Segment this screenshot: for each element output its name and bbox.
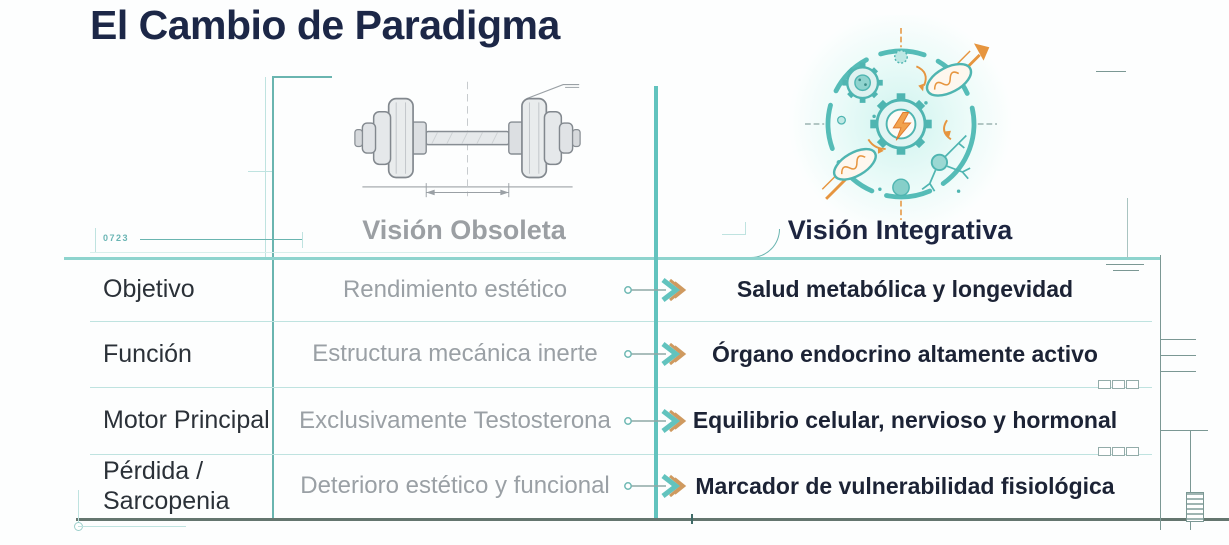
row-new-value: Equilibrio celular, nervioso y hormonal [692,407,1118,433]
row-label: Objetivo [103,275,195,304]
dimension-label: 0723 [103,233,130,243]
right-tick-2 [1160,355,1196,356]
divider-left-top-corner [272,76,332,78]
right-bracket-vline [1127,198,1128,258]
transition-arrow-icon [622,387,690,454]
row-old-value: Deterioro estético y funcional [300,472,610,499]
right-bracket-2 [1113,270,1139,271]
right-tick-4 [1160,430,1208,431]
header-separator [64,257,1160,260]
right-bracket-1 [1106,264,1144,265]
transition-arrow-icon [622,258,690,321]
row-label: Pérdida / Sarcopenia [103,456,230,516]
table-row: Función Estructura mecánica inerte Órgan… [0,321,1229,387]
row-separator-1 [90,321,1152,322]
cell-biology-icon [805,28,997,220]
table-row: Objetivo Rendimiento estético Salud meta… [0,258,1229,321]
arc-tick-v [745,222,746,234]
dash-mark [1112,380,1125,389]
dash-mark [1098,447,1111,456]
row-new-value: Marcador de vulnerabilidad fisiológica [695,472,1115,499]
row-old-value: Estructura mecánica inerte [312,340,598,367]
table-row: Pérdida / Sarcopenia Deterioro estético … [0,454,1229,518]
row-separator-2 [90,387,1152,388]
bottom-rule [76,518,1229,521]
right-vline-2 [1190,430,1191,530]
transition-arrow-icon [622,454,690,518]
divider-left-faint [265,77,266,258]
dash-mark [1126,380,1139,389]
column-header-new-vision: Visión Integrativa [787,214,1013,245]
transition-arrow-icon [622,321,690,387]
tick-left [248,171,272,172]
divider-center-column [654,86,658,520]
dash-mark [1126,447,1139,456]
row-old-value: Exclusivamente Testosterona [299,406,611,434]
table-row: Motor Principal Exclusivamente Testoster… [0,387,1229,454]
row-new-value: Órgano endocrino altamente activo [712,340,1098,367]
arc-tick-h [722,234,746,235]
row-separator-3 [90,454,1152,455]
row-new-value: Salud metabólica y longevidad [736,276,1074,302]
dash-mark [1098,380,1111,389]
bl-hline [78,526,186,527]
page-title: El Cambio de Paradigma [90,2,560,48]
right-hatch-box [1186,492,1204,522]
right-vline [1160,255,1161,530]
column-header-old-vision: Visión Obsoleta [362,214,566,245]
dim-tick-start [95,228,96,252]
dash-mark [1112,447,1125,456]
dim-line [140,239,302,240]
row-old-value: Rendimiento estético [342,275,568,303]
top-right-tick [1096,71,1126,72]
row-label: Función [103,339,192,368]
bottom-rule-tick [691,514,693,524]
dumbbell-icon [354,81,581,198]
row-label: Motor Principal [103,406,270,435]
divider-left-column [272,77,274,520]
dim-tick-end [302,232,303,248]
right-tick-3 [1160,371,1196,372]
dim-underline [90,252,560,253]
bl-vline [78,490,79,530]
right-tick-1 [1160,339,1196,340]
